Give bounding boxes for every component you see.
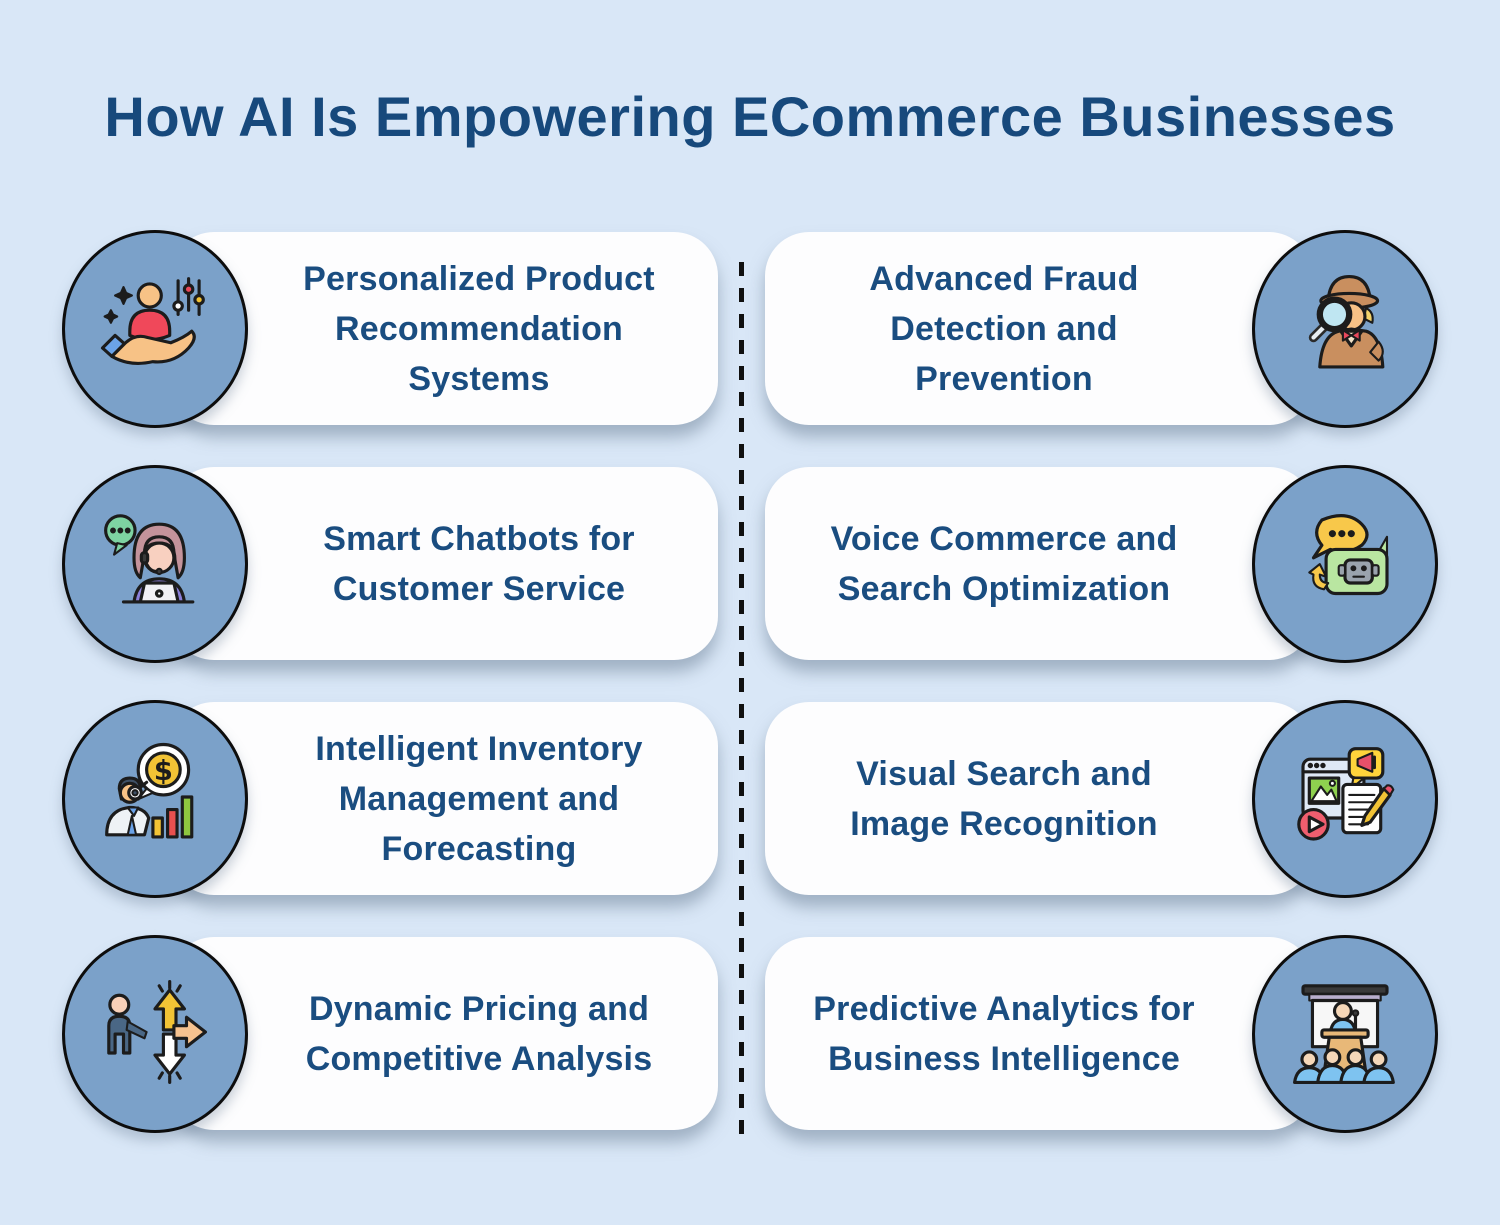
card-label: Voice Commerce and Search Optimization — [830, 519, 1178, 608]
circle-intelligent-inventory: $ — [62, 700, 248, 898]
card-smart-chatbots: Smart Chatbots for Customer Service — [170, 467, 718, 660]
magnifier-dollar-chart-icon: $ — [92, 734, 218, 865]
card-label: Advanced Fraud Detection and Prevention — [869, 259, 1139, 398]
circle-visual-search — [1252, 700, 1438, 898]
person-price-arrows-icon — [92, 969, 218, 1100]
card-personalized-recommendation: Personalized Product Recommendation Syst… — [170, 232, 718, 425]
presenter-podium-audience-icon — [1282, 969, 1408, 1100]
browser-media-document-icon — [1282, 734, 1408, 865]
card-visual-search: Visual Search and Image Recognition — [765, 702, 1313, 895]
circle-fraud-detection — [1252, 230, 1438, 428]
card-intelligent-inventory: Intelligent Inventory Management and For… — [170, 702, 718, 895]
circle-voice-commerce — [1252, 465, 1438, 663]
card-label: Personalized Product Recommendation Syst… — [303, 259, 655, 398]
circle-dynamic-pricing — [62, 935, 248, 1133]
hand-holding-person-icon — [92, 264, 218, 395]
card-label: Smart Chatbots for Customer Service — [323, 519, 635, 608]
page-title: How AI Is Empowering ECommerce Businesse… — [104, 85, 1396, 148]
card-fraud-detection: Advanced Fraud Detection and Prevention — [765, 232, 1313, 425]
voice-chat-robot-icon — [1282, 499, 1408, 630]
card-predictive-analytics: Predictive Analytics for Business Intell… — [765, 937, 1313, 1130]
circle-personalized-recommendation — [62, 230, 248, 428]
card-dynamic-pricing: Dynamic Pricing and Competitive Analysis — [170, 937, 718, 1130]
svg-text:$: $ — [154, 756, 173, 787]
circle-predictive-analytics — [1252, 935, 1438, 1133]
detective-magnifier-icon — [1282, 264, 1408, 395]
card-label: Visual Search and Image Recognition — [850, 754, 1158, 843]
circle-smart-chatbots — [62, 465, 248, 663]
card-label: Intelligent Inventory Management and For… — [315, 729, 643, 868]
support-agent-chat-icon — [92, 499, 218, 630]
dashed-divider — [739, 262, 744, 1142]
card-voice-commerce: Voice Commerce and Search Optimization — [765, 467, 1313, 660]
card-label: Dynamic Pricing and Competitive Analysis — [305, 989, 653, 1078]
card-label: Predictive Analytics for Business Intell… — [813, 989, 1195, 1078]
